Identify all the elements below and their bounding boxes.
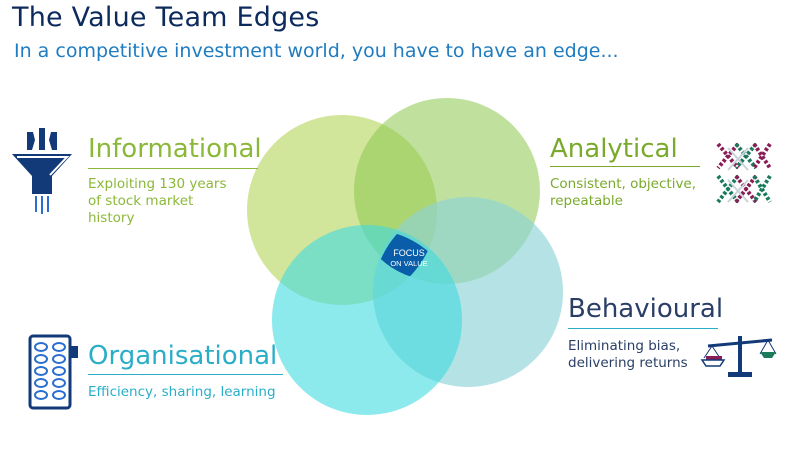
heading-analytical: Analytical	[550, 134, 678, 164]
divider-behavioural	[568, 328, 718, 329]
desc-organisational: Efficiency, sharing, learning	[88, 384, 276, 400]
dna-helix-icon	[714, 140, 774, 206]
funnel-icon	[12, 128, 72, 218]
center-label-line1: FOCUS	[393, 248, 425, 258]
page-subtitle: In a competitive investment world, you h…	[14, 40, 619, 62]
circle-organisational	[272, 225, 462, 415]
balance-scale-icon	[700, 332, 780, 380]
page-title: The Value Team Edges	[12, 2, 320, 33]
filing-grid-icon	[28, 334, 80, 412]
divider-analytical	[550, 166, 700, 167]
heading-informational: Informational	[88, 134, 262, 164]
heading-organisational: Organisational	[88, 341, 278, 371]
desc-informational: Exploiting 130 years of stock market his…	[88, 176, 227, 226]
center-shape	[373, 229, 437, 281]
divider-informational	[88, 168, 258, 169]
heading-behavioural: Behavioural	[568, 294, 724, 324]
divider-organisational	[88, 374, 283, 375]
desc-analytical: Consistent, objective, repeatable	[550, 176, 697, 209]
desc-behavioural: Eliminating bias, delivering returns	[568, 338, 688, 371]
center-label-line2: ON VALUE	[390, 259, 427, 268]
